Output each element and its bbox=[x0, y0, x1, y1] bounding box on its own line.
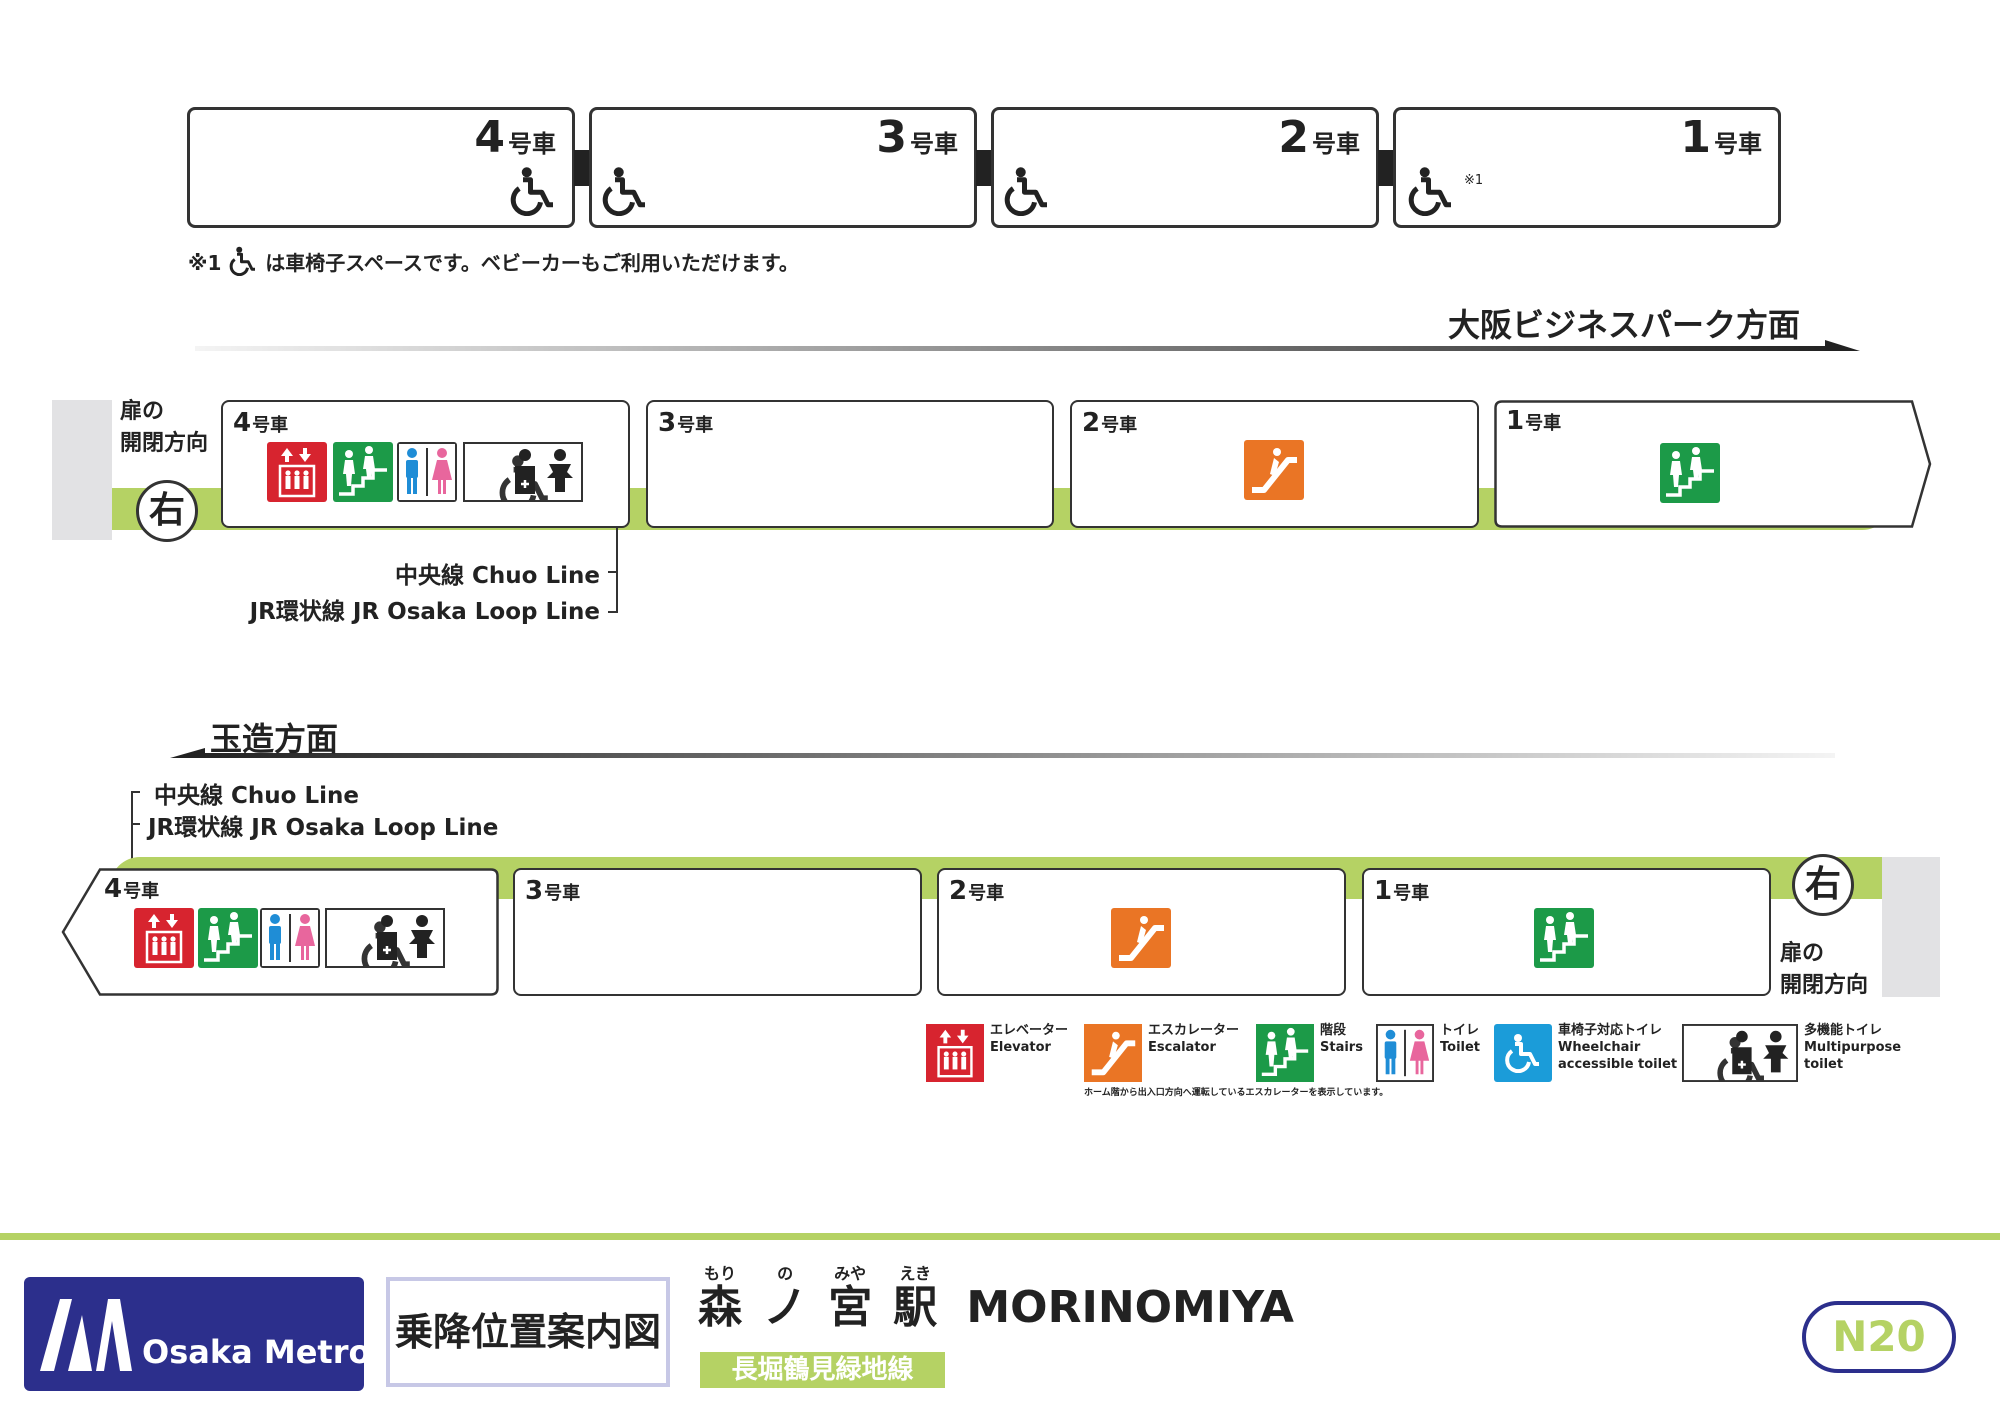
platform-car-3: 3号車 bbox=[646, 400, 1054, 528]
footnote-text: は車椅子スペースです。ベビーカーもご利用いただけます。 bbox=[265, 251, 799, 275]
station-name-en: MORINOMIYA bbox=[966, 1282, 1294, 1333]
footnote-mark: ※1 bbox=[188, 251, 222, 275]
wheelchair-icon bbox=[1503, 1033, 1543, 1073]
elevator-icon bbox=[134, 908, 194, 968]
escalator-note: ホーム階から出入口方向へ運転しているエスカレーターを表示しています。 bbox=[1084, 1088, 1389, 1098]
wheelchair-icon bbox=[1002, 166, 1052, 216]
direction-label-upper: 大阪ビジネスパーク方面 bbox=[1448, 306, 1801, 344]
stairs-icon bbox=[1660, 443, 1720, 503]
toilet-icon bbox=[260, 908, 320, 968]
car-label: 1号車 bbox=[1506, 406, 1562, 436]
transfer-chuo-line: 中央線 Chuo Line bbox=[154, 783, 359, 809]
stairs-icon bbox=[333, 442, 393, 502]
transfer-jr-loop-line: JR環状線 JR Osaka Loop Line bbox=[148, 815, 499, 841]
elevator-icon bbox=[926, 1024, 984, 1082]
wheelchair-icon bbox=[1406, 166, 1456, 216]
wheelchair-note-mark: ※1 bbox=[1464, 173, 1484, 188]
platform-car-4: 4号車 bbox=[221, 400, 630, 528]
car-label: 4号車 bbox=[233, 408, 289, 438]
wheelchair-icon bbox=[228, 246, 258, 276]
stairs-icon bbox=[1534, 908, 1594, 968]
direction-arrow-left bbox=[170, 748, 1835, 758]
platform-door-side bbox=[1882, 857, 1940, 997]
car-label: 2号車 bbox=[1082, 408, 1138, 438]
platform-car-2: 2号車 bbox=[937, 868, 1346, 996]
multipurpose-toilet-icon bbox=[1682, 1024, 1798, 1082]
car-label: 1号車 bbox=[1374, 876, 1430, 906]
door-direction-label: 扉の開閉方向 bbox=[120, 399, 209, 456]
door-side-badge: 右 bbox=[136, 480, 198, 542]
platform-car-3: 3号車 bbox=[513, 868, 922, 996]
wheelchair-icon bbox=[600, 166, 650, 216]
toilet-icon bbox=[1376, 1024, 1434, 1082]
direction-label-lower: 玉造方面 bbox=[210, 720, 339, 758]
brand-name: Osaka Metro bbox=[142, 1333, 371, 1371]
escalator-icon bbox=[1084, 1024, 1142, 1082]
station-code-badge: N20 bbox=[1802, 1301, 1956, 1373]
footer-divider bbox=[0, 1233, 2000, 1240]
platform-car-2: 2号車 bbox=[1070, 400, 1479, 528]
multipurpose-toilet-icon bbox=[323, 908, 447, 968]
car-coupler bbox=[1378, 150, 1394, 186]
stairs-icon bbox=[1256, 1024, 1314, 1082]
page-title: 乗降位置案内図 bbox=[386, 1277, 670, 1387]
stairs-icon bbox=[198, 908, 258, 968]
line-name-badge: 長堀鶴見緑地線 bbox=[700, 1352, 945, 1388]
car-label: 3号車 bbox=[658, 408, 714, 438]
multipurpose-toilet-icon bbox=[461, 442, 585, 502]
transfer-leader-line bbox=[608, 528, 618, 613]
escalator-icon bbox=[1111, 908, 1171, 968]
wheelchair-icon bbox=[508, 166, 558, 216]
station-name-jp: もり森 のノ みや宮 えき駅 MORINOMIYA bbox=[698, 1264, 1294, 1333]
platform-car-1: 1号車 bbox=[1362, 868, 1771, 996]
toilet-icon bbox=[397, 442, 457, 502]
wheelchair-footnote: ※1 は車椅子スペースです。ベビーカーもご利用いただけます。 bbox=[188, 246, 799, 276]
wheelchair-toilet-icon bbox=[1494, 1024, 1552, 1082]
transfer-leader-line bbox=[131, 791, 140, 870]
elevator-icon bbox=[267, 442, 327, 502]
osaka-metro-logo: Osaka Metro bbox=[24, 1277, 370, 1391]
metro-m-mark bbox=[40, 1299, 132, 1371]
car-coupler bbox=[574, 150, 590, 186]
door-direction-label: 扉の開閉方向 bbox=[1780, 941, 1869, 998]
car-coupler bbox=[976, 150, 992, 186]
car-label: 3号車 bbox=[525, 876, 581, 906]
direction-arrow-right bbox=[195, 340, 1860, 351]
platform-door-side bbox=[52, 400, 112, 540]
transfer-jr-loop-line: JR環状線 JR Osaka Loop Line bbox=[249, 599, 600, 625]
door-side-badge: 右 bbox=[1792, 854, 1854, 916]
car-label: 4号車 bbox=[104, 874, 160, 904]
transfer-chuo-line: 中央線 Chuo Line bbox=[395, 563, 600, 589]
car-label: 2号車 bbox=[949, 876, 1005, 906]
escalator-icon bbox=[1244, 440, 1304, 500]
